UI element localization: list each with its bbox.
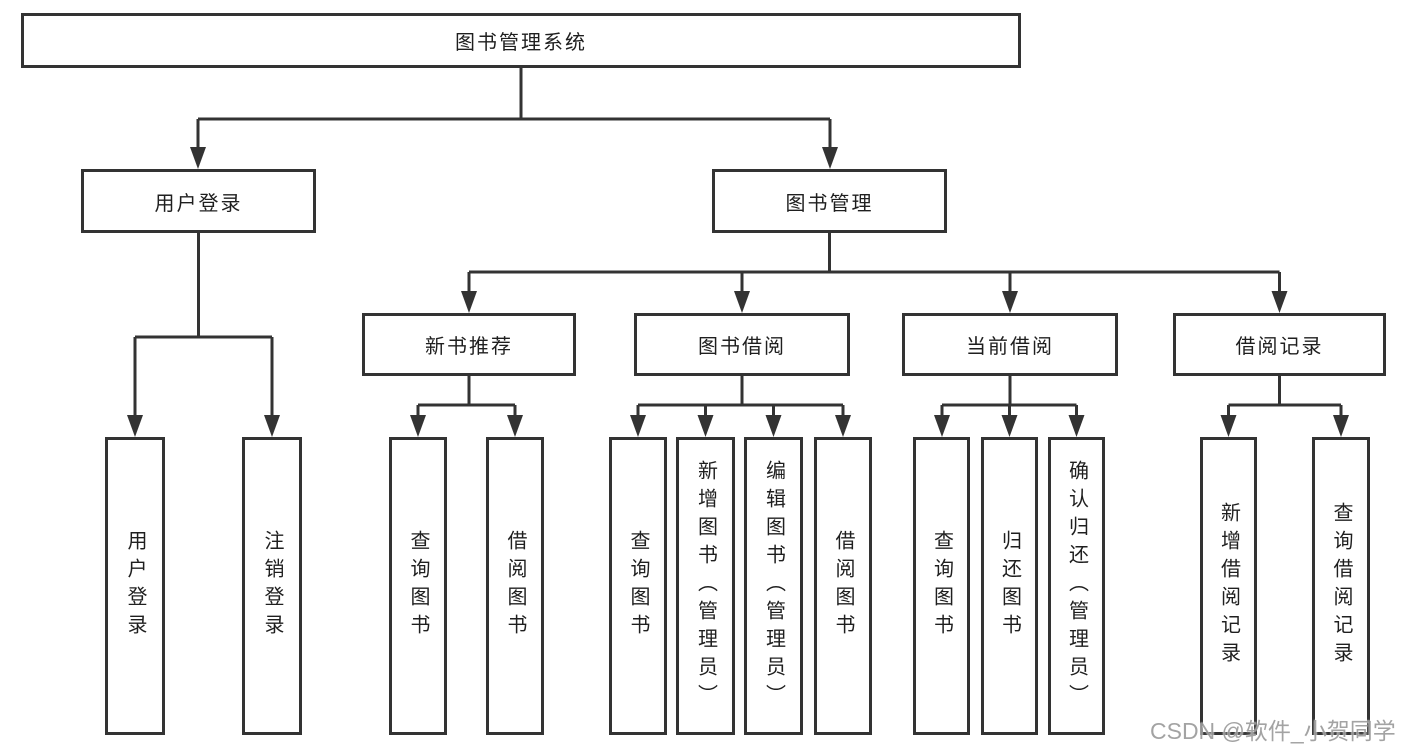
node-book-borrowing: 图书借阅 bbox=[634, 313, 850, 376]
leaf-add-borrow-record: 新增借阅记录 bbox=[1200, 437, 1257, 735]
node-book-management: 图书管理 bbox=[712, 169, 947, 233]
node-library-system: 图书管理系统 bbox=[21, 13, 1021, 68]
connector-borrow-record bbox=[1227, 376, 1343, 418]
node-user-login: 用户登录 bbox=[81, 169, 316, 233]
node-label: 用户登录 bbox=[154, 192, 243, 215]
leaf-query-books-borrowing: 查询图书 bbox=[609, 437, 667, 735]
leaf-query-books-current: 查询图书 bbox=[913, 437, 970, 735]
node-label: 查询图书 bbox=[407, 530, 429, 642]
connector-new-book-rec bbox=[416, 376, 517, 418]
leaf-borrow-books: 借阅图书 bbox=[814, 437, 872, 735]
leaf-logout: 注销登录 bbox=[242, 437, 302, 735]
connector-root-trunk bbox=[196, 68, 832, 150]
connector-current-borrow bbox=[940, 376, 1078, 418]
node-label: 用户登录 bbox=[124, 530, 146, 642]
node-label: 图书借阅 bbox=[698, 336, 786, 358]
node-label: 归还图书 bbox=[998, 530, 1021, 642]
node-label: 图书管理 bbox=[785, 192, 874, 215]
leaf-return-books: 归还图书 bbox=[981, 437, 1038, 735]
node-label: 查询借阅记录 bbox=[1330, 502, 1352, 670]
node-label: 借阅记录 bbox=[1235, 336, 1324, 358]
leaf-borrow-books-recommend: 借阅图书 bbox=[486, 437, 544, 735]
node-label: 注销登录 bbox=[261, 530, 283, 642]
node-label: 新增图书（管理员） bbox=[694, 460, 717, 712]
node-label: 借阅图书 bbox=[504, 530, 526, 642]
node-label: 新书推荐 bbox=[425, 336, 513, 358]
node-current-borrowing: 当前借阅 bbox=[902, 313, 1118, 376]
node-label: 新增借阅记录 bbox=[1217, 502, 1240, 670]
leaf-add-books-admin: 新增图书（管理员） bbox=[676, 437, 735, 735]
node-label: 编辑图书（管理员） bbox=[762, 460, 785, 712]
node-label: 确认归还（管理员） bbox=[1065, 460, 1088, 712]
node-label: 借阅图书 bbox=[832, 530, 854, 642]
connector-book-borrow bbox=[636, 376, 845, 418]
node-borrowing-records: 借阅记录 bbox=[1173, 313, 1386, 376]
node-label: 查询图书 bbox=[627, 530, 649, 642]
leaf-confirm-return-admin: 确认归还（管理员） bbox=[1048, 437, 1105, 735]
leaf-user-login: 用户登录 bbox=[105, 437, 165, 735]
node-label: 查询图书 bbox=[930, 530, 953, 642]
leaf-edit-books-admin: 编辑图书（管理员） bbox=[744, 437, 803, 735]
leaf-query-borrow-record: 查询借阅记录 bbox=[1312, 437, 1370, 735]
connector-book-mgmt bbox=[467, 233, 1281, 294]
connector-user-login bbox=[133, 233, 274, 418]
csdn-watermark: CSDN @软件_小贺同学 bbox=[1150, 718, 1396, 744]
node-new-book-recommend: 新书推荐 bbox=[362, 313, 576, 376]
node-label: 图书管理系统 bbox=[455, 32, 587, 54]
leaf-query-books-recommend: 查询图书 bbox=[389, 437, 447, 735]
node-label: 当前借阅 bbox=[966, 336, 1054, 358]
